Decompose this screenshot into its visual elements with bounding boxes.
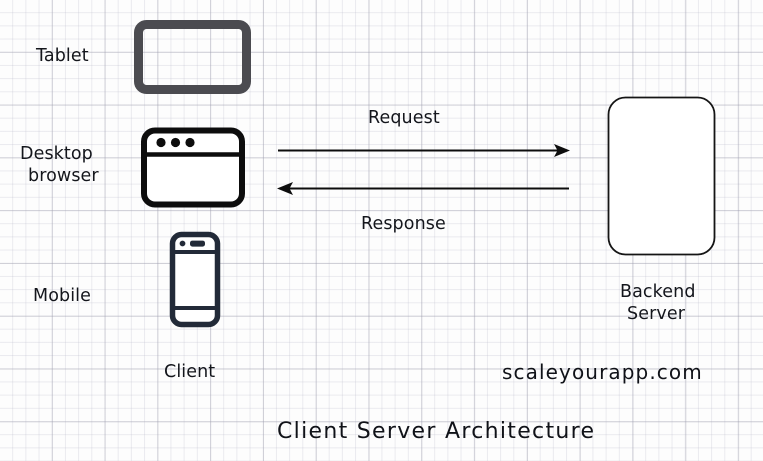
tablet-label: Tablet [36, 46, 89, 66]
watermark-text: scaleyourapp.com [502, 360, 703, 384]
server-box-icon [607, 96, 716, 256]
arrow-left-icon [277, 182, 569, 195]
desktop-browser-label-line2: browser [28, 166, 99, 186]
request-arrow-label: Request [368, 108, 440, 128]
desktop-browser-label-line1: Desktop [20, 144, 93, 164]
client-group-label: Client [164, 362, 216, 382]
diagram-title: Client Server Architecture [277, 419, 596, 444]
browser-window-icon [141, 127, 245, 208]
mobile-phone-icon [169, 231, 221, 328]
tablet-icon [134, 20, 251, 94]
mobile-label: Mobile [33, 286, 92, 306]
response-arrow-label: Response [361, 214, 446, 234]
arrow-right-icon [278, 144, 570, 157]
backend-server-label-line1: Backend [620, 282, 696, 302]
backend-server-label-line2: Server [627, 304, 685, 324]
